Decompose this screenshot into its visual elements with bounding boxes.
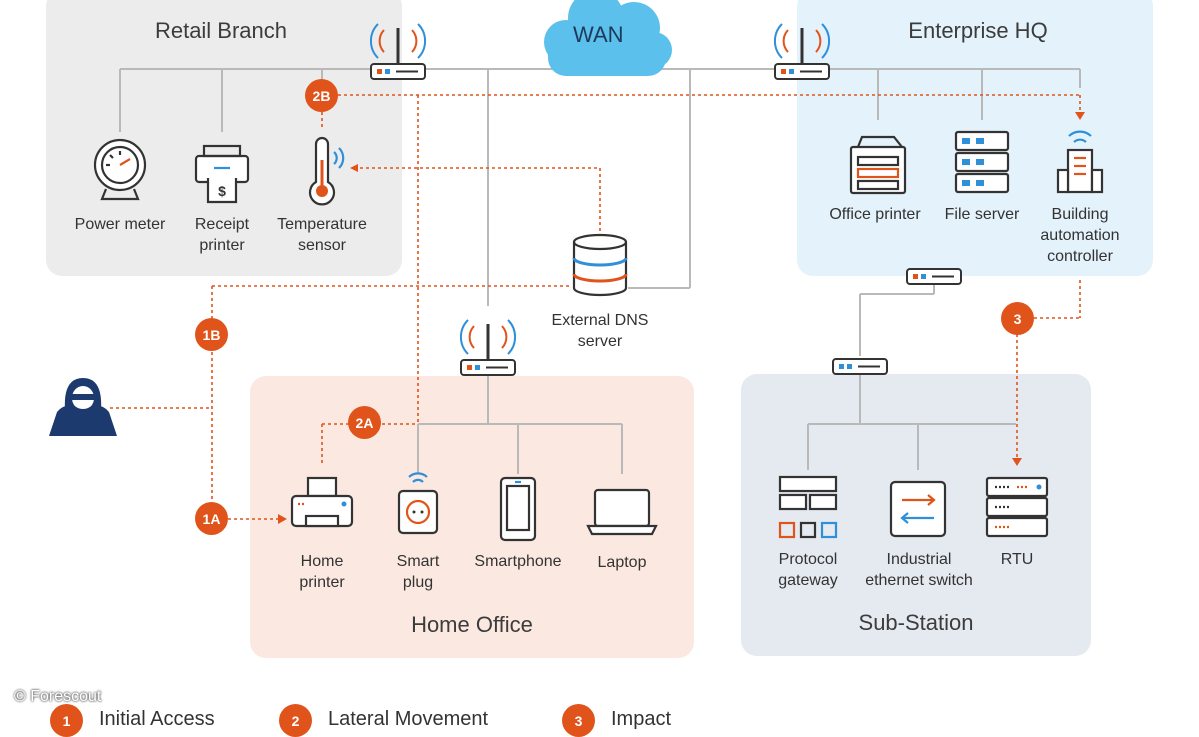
smart-plug-label-line1: Smart xyxy=(396,553,440,570)
home-printer-label-line2: printer xyxy=(299,574,345,591)
building-automation-icon xyxy=(1056,130,1104,194)
protocol-gateway-label-line1: Protocol xyxy=(778,551,838,568)
credit-watermark: © Forescout xyxy=(14,688,102,705)
retail-branch-title: Retail Branch xyxy=(154,18,288,43)
receipt-printer-label-line2: printer xyxy=(199,237,245,254)
protocol-gateway-icon xyxy=(778,475,838,539)
dns-server-label-line1: External DNS xyxy=(551,312,649,329)
building-automation-label-line2: automation xyxy=(1040,227,1120,244)
legend-badge-3: 3 xyxy=(562,704,595,737)
smart-plug-label-line2: plug xyxy=(402,574,434,591)
temperature-sensor-icon xyxy=(308,136,345,206)
router-icon xyxy=(459,319,517,376)
industrial-switch-label-line1: Industrial xyxy=(886,551,952,568)
file-server-label: File server xyxy=(944,206,1020,223)
home-printer-icon xyxy=(290,476,354,528)
legend-badge-2: 2 xyxy=(279,704,312,737)
router-icon xyxy=(773,23,831,80)
retail-branch-zone xyxy=(46,0,402,276)
enterprise-hq-title: Enterprise HQ xyxy=(908,18,1048,43)
dns-server-label: External DNS server xyxy=(534,310,666,352)
receipt-printer-label: Receipt printer xyxy=(172,214,272,256)
home-printer-label-line1: Home xyxy=(300,553,344,570)
temperature-sensor-label-line1: Temperature xyxy=(277,216,367,233)
network-diagram: $ xyxy=(49,0,1104,542)
badge-2b: 2B xyxy=(305,79,338,112)
wan-label: WAN xyxy=(573,22,624,47)
office-printer-icon xyxy=(849,135,907,195)
svg-text:$: $ xyxy=(218,183,226,199)
protocol-gateway-label-line2: gateway xyxy=(778,572,838,589)
home-printer-label: Home printer xyxy=(282,551,362,593)
home-office-title: Home Office xyxy=(411,612,533,637)
building-automation-label-line3: controller xyxy=(1047,248,1113,265)
smartphone-icon xyxy=(499,476,537,542)
network-switch-icon xyxy=(906,268,962,285)
power-meter-icon xyxy=(93,138,147,201)
substation-title: Sub-Station xyxy=(858,610,974,635)
badge-1b: 1B xyxy=(195,318,228,351)
protocol-gateway-label: Protocol gateway xyxy=(758,549,858,591)
badge-3: 3 xyxy=(1001,302,1034,335)
router-icon xyxy=(369,23,427,80)
building-automation-label: Building automation controller xyxy=(1024,204,1136,267)
office-printer-label: Office printer xyxy=(829,206,921,223)
legend-badge-1: 1 xyxy=(50,704,83,737)
hacker-icon xyxy=(49,378,117,436)
industrial-switch-label-line2: ethernet switch xyxy=(865,572,973,589)
building-automation-label-line1: Building xyxy=(1051,206,1109,223)
laptop-label: Laptop xyxy=(597,554,647,571)
dns-server-icon xyxy=(572,233,628,297)
power-meter-label: Power meter xyxy=(74,216,166,233)
dns-server-label-line2: server xyxy=(577,333,623,350)
badge-2a: 2A xyxy=(348,406,381,439)
network-switch-icon xyxy=(832,358,888,375)
smart-plug-label: Smart plug xyxy=(383,551,453,593)
smartphone-label: Smartphone xyxy=(474,553,562,570)
rtu-label: RTU xyxy=(1000,551,1034,568)
temperature-sensor-label: Temperature sensor xyxy=(262,214,382,256)
industrial-switch-label: Industrial ethernet switch xyxy=(852,549,986,591)
temperature-sensor-label-line2: sensor xyxy=(297,237,347,254)
receipt-printer-label-line1: Receipt xyxy=(194,216,250,233)
smart-plug-icon xyxy=(397,472,439,535)
rtu-icon xyxy=(985,476,1049,538)
industrial-switch-icon xyxy=(889,480,947,538)
wan-cloud xyxy=(544,0,672,76)
badge-1a: 1A xyxy=(195,502,228,535)
file-server-icon xyxy=(954,130,1010,194)
receipt-printer-icon: $ xyxy=(194,144,250,204)
laptop-icon xyxy=(586,488,658,536)
